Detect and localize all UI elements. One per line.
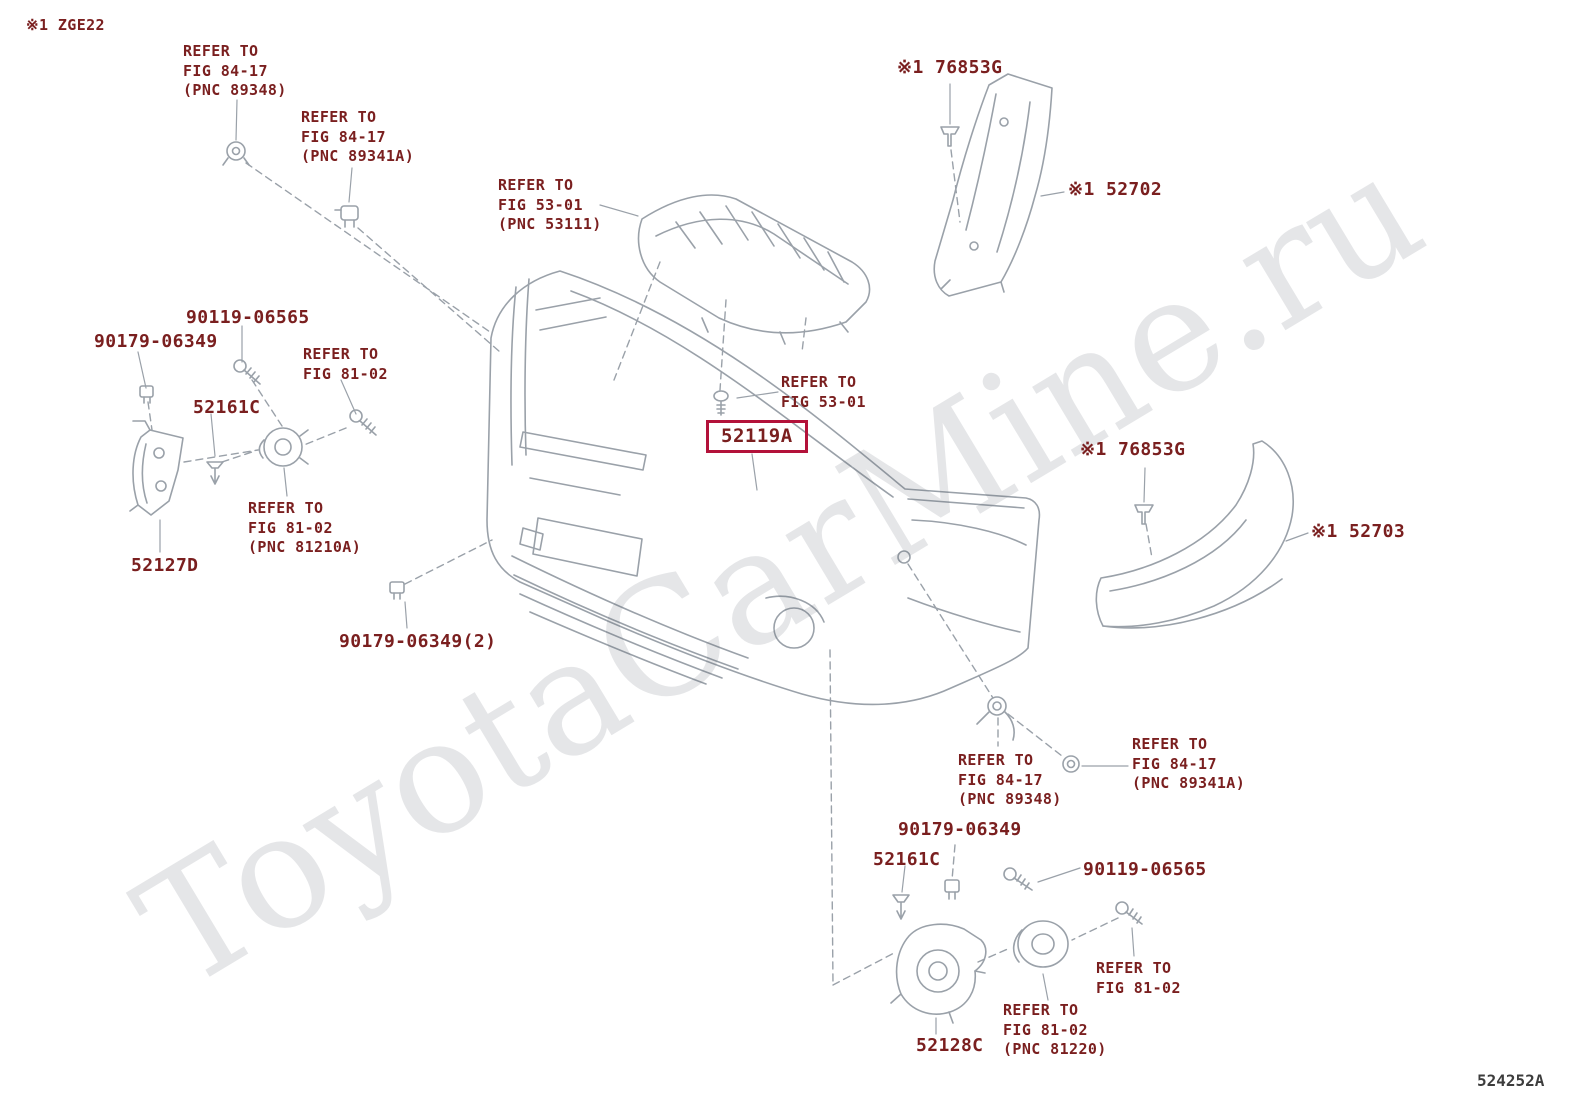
bracket-52127d-drawing [129,420,184,516]
screw-90119-left-drawing [233,359,261,385]
part-number-52702[interactable]: ※1 52702 [1068,179,1163,200]
fog-bracket-52128c-drawing [890,923,987,1024]
side-support-52702-drawing [933,73,1053,297]
fog-blank-left-drawing [258,427,309,467]
stud-clip-mid-right-drawing [1134,504,1154,525]
leader-lines [137,83,1309,1035]
clip-90179-left-drawing [139,385,154,404]
refer-note-fig84-17-pnc89341a-top: REFER TO FIG 84-17 (PNC 89341A) [301,108,415,165]
refer-note-fig81-02-bottom: REFER TO FIG 81-02 [1096,959,1181,997]
part-number-90179-06349-bottom[interactable]: 90179-06349 [898,819,1022,840]
refer-note-fig84-17-pnc89348-bottom: REFER TO FIG 84-17 (PNC 89348) [958,751,1062,808]
part-number-52703[interactable]: ※1 52703 [1311,521,1406,542]
part-number-52161c-left[interactable]: 52161C [193,397,261,418]
refer-note-fig53-01-center: REFER TO FIG 53-01 [781,373,866,411]
part-number-52127d[interactable]: 52127D [131,555,199,576]
square-clip-top-left-drawing [334,205,359,228]
fog-cover-fig81-02-drawing [1012,920,1069,968]
part-number-76853g-right[interactable]: ※1 76853G [1080,439,1186,460]
clip-90179-bottom-drawing [944,879,960,900]
part-number-76853g-top[interactable]: ※1 76853G [897,57,1003,78]
push-clip-52161c-left-drawing [206,461,224,485]
grommet-fig84-17-drawing [1062,755,1080,773]
part-number-90119-06565-bottom[interactable]: 90119-06565 [1083,859,1207,880]
part-number-52119a[interactable]: 52119A [706,420,808,453]
sensor-fig84-17-drawing [976,696,1015,741]
part-number-90179-06349-left[interactable]: 90179-06349 [94,331,218,352]
dashed-connector-lines [147,149,1153,986]
rivet-52161c-bottom-drawing [892,894,910,920]
refer-note-fig84-17-pnc89341a-bottom: REFER TO FIG 84-17 (PNC 89341A) [1132,735,1246,792]
grommet-clip-top-left-drawing [222,141,250,166]
part-number-52161c-bottom[interactable]: 52161C [873,849,941,870]
refer-note-fig81-02-pnc81220: REFER TO FIG 81-02 (PNC 81220) [1003,1001,1107,1058]
refer-note-fig81-02-left: REFER TO FIG 81-02 [303,345,388,383]
model-code: ※1 ZGE22 [26,16,105,34]
bolt-fig81-02-left-drawing [349,409,377,436]
refer-note-fig84-17-pnc89348-top: REFER TO FIG 84-17 (PNC 89348) [183,42,287,99]
grille-support-drawing [637,194,871,345]
clip-90179-2-drawing [389,581,405,600]
bumper-cover-drawing [486,270,1041,706]
corner-piece-52703-drawing [1095,440,1294,629]
bolt-90119-bottom-drawing [1003,867,1033,891]
part-number-90179-06349-2[interactable]: 90179-06349(2) [339,631,497,652]
part-number-90119-06565-left[interactable]: 90119-06565 [186,307,310,328]
stud-clip-top-right-drawing [940,126,960,147]
diagram-code: 524252A [1477,1071,1545,1090]
part-number-52128c[interactable]: 52128C [916,1035,984,1056]
refer-note-fig53-01-pnc53111: REFER TO FIG 53-01 (PNC 53111) [498,176,602,233]
refer-note-fig81-02-pnc81210a: REFER TO FIG 81-02 (PNC 81210A) [248,499,362,556]
screw-fig53-01-drawing [713,390,729,416]
screw-bottom-right-drawing [1115,901,1143,925]
